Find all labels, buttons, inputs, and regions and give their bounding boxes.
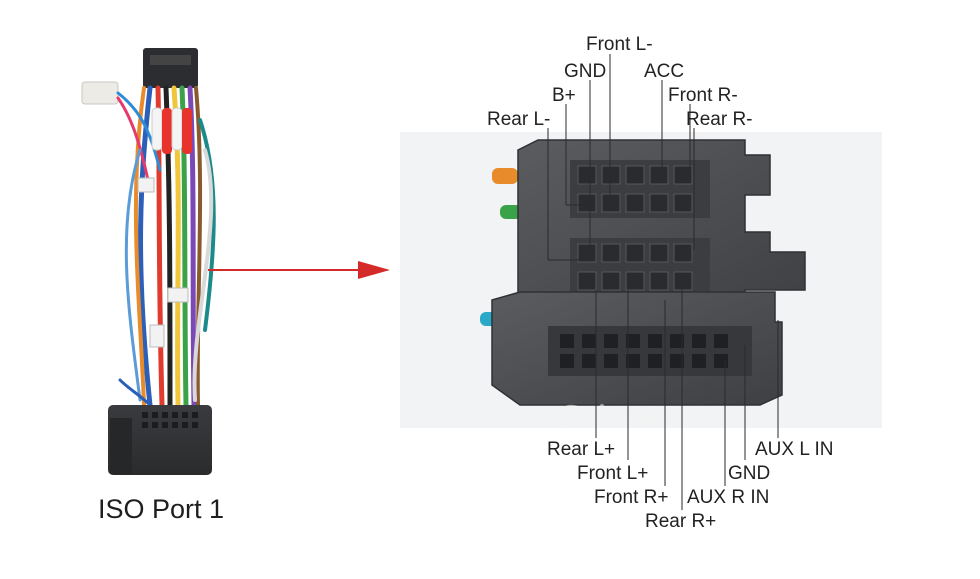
port-title: ISO Port 1 (98, 494, 224, 524)
harness-white-connector (81, 81, 119, 105)
label-b-plus: B+ (552, 85, 576, 106)
label-rear-r-plus: Rear R+ (645, 511, 716, 532)
harness-tag (149, 324, 165, 348)
harness-top-connector (143, 48, 198, 88)
harness-iso-plug-side (110, 418, 132, 474)
connector-lower-socket (548, 326, 752, 376)
right-arrow-icon (208, 261, 390, 279)
watermark: Seicane (560, 401, 673, 431)
top-leader-lines (547, 54, 695, 261)
harness-tag (137, 177, 155, 193)
label-front-r-plus: Front R+ (594, 487, 668, 508)
connector-lower-pins (560, 334, 728, 368)
wire-stub (492, 168, 518, 184)
bottom-leader-lines (595, 285, 779, 510)
label-acc: ACC (644, 61, 684, 82)
harness-rca-plugs (151, 107, 192, 154)
label-rear-r-minus: Rear R- (686, 109, 753, 130)
label-gnd-bottom: GND (728, 463, 770, 484)
iso-connector-icon (480, 139, 806, 406)
harness-iso-plug-grid (142, 412, 198, 428)
harness-tag (167, 287, 189, 303)
label-front-l-minus: Front L- (586, 34, 653, 55)
wire-harness-icon (81, 48, 216, 475)
label-aux-r-in: AUX R IN (687, 487, 769, 508)
label-rear-l-plus: Rear L+ (547, 439, 615, 460)
label-front-r-minus: Front R- (668, 85, 738, 106)
harness-top-connector-slot (150, 55, 191, 65)
label-front-l-plus: Front L+ (577, 463, 648, 484)
wire-stub (500, 205, 522, 219)
label-rear-l-minus: Rear L- (487, 109, 550, 130)
connector-pins (577, 165, 693, 291)
label-gnd-top: GND (564, 61, 606, 82)
label-aux-l-in: AUX L IN (755, 439, 834, 460)
